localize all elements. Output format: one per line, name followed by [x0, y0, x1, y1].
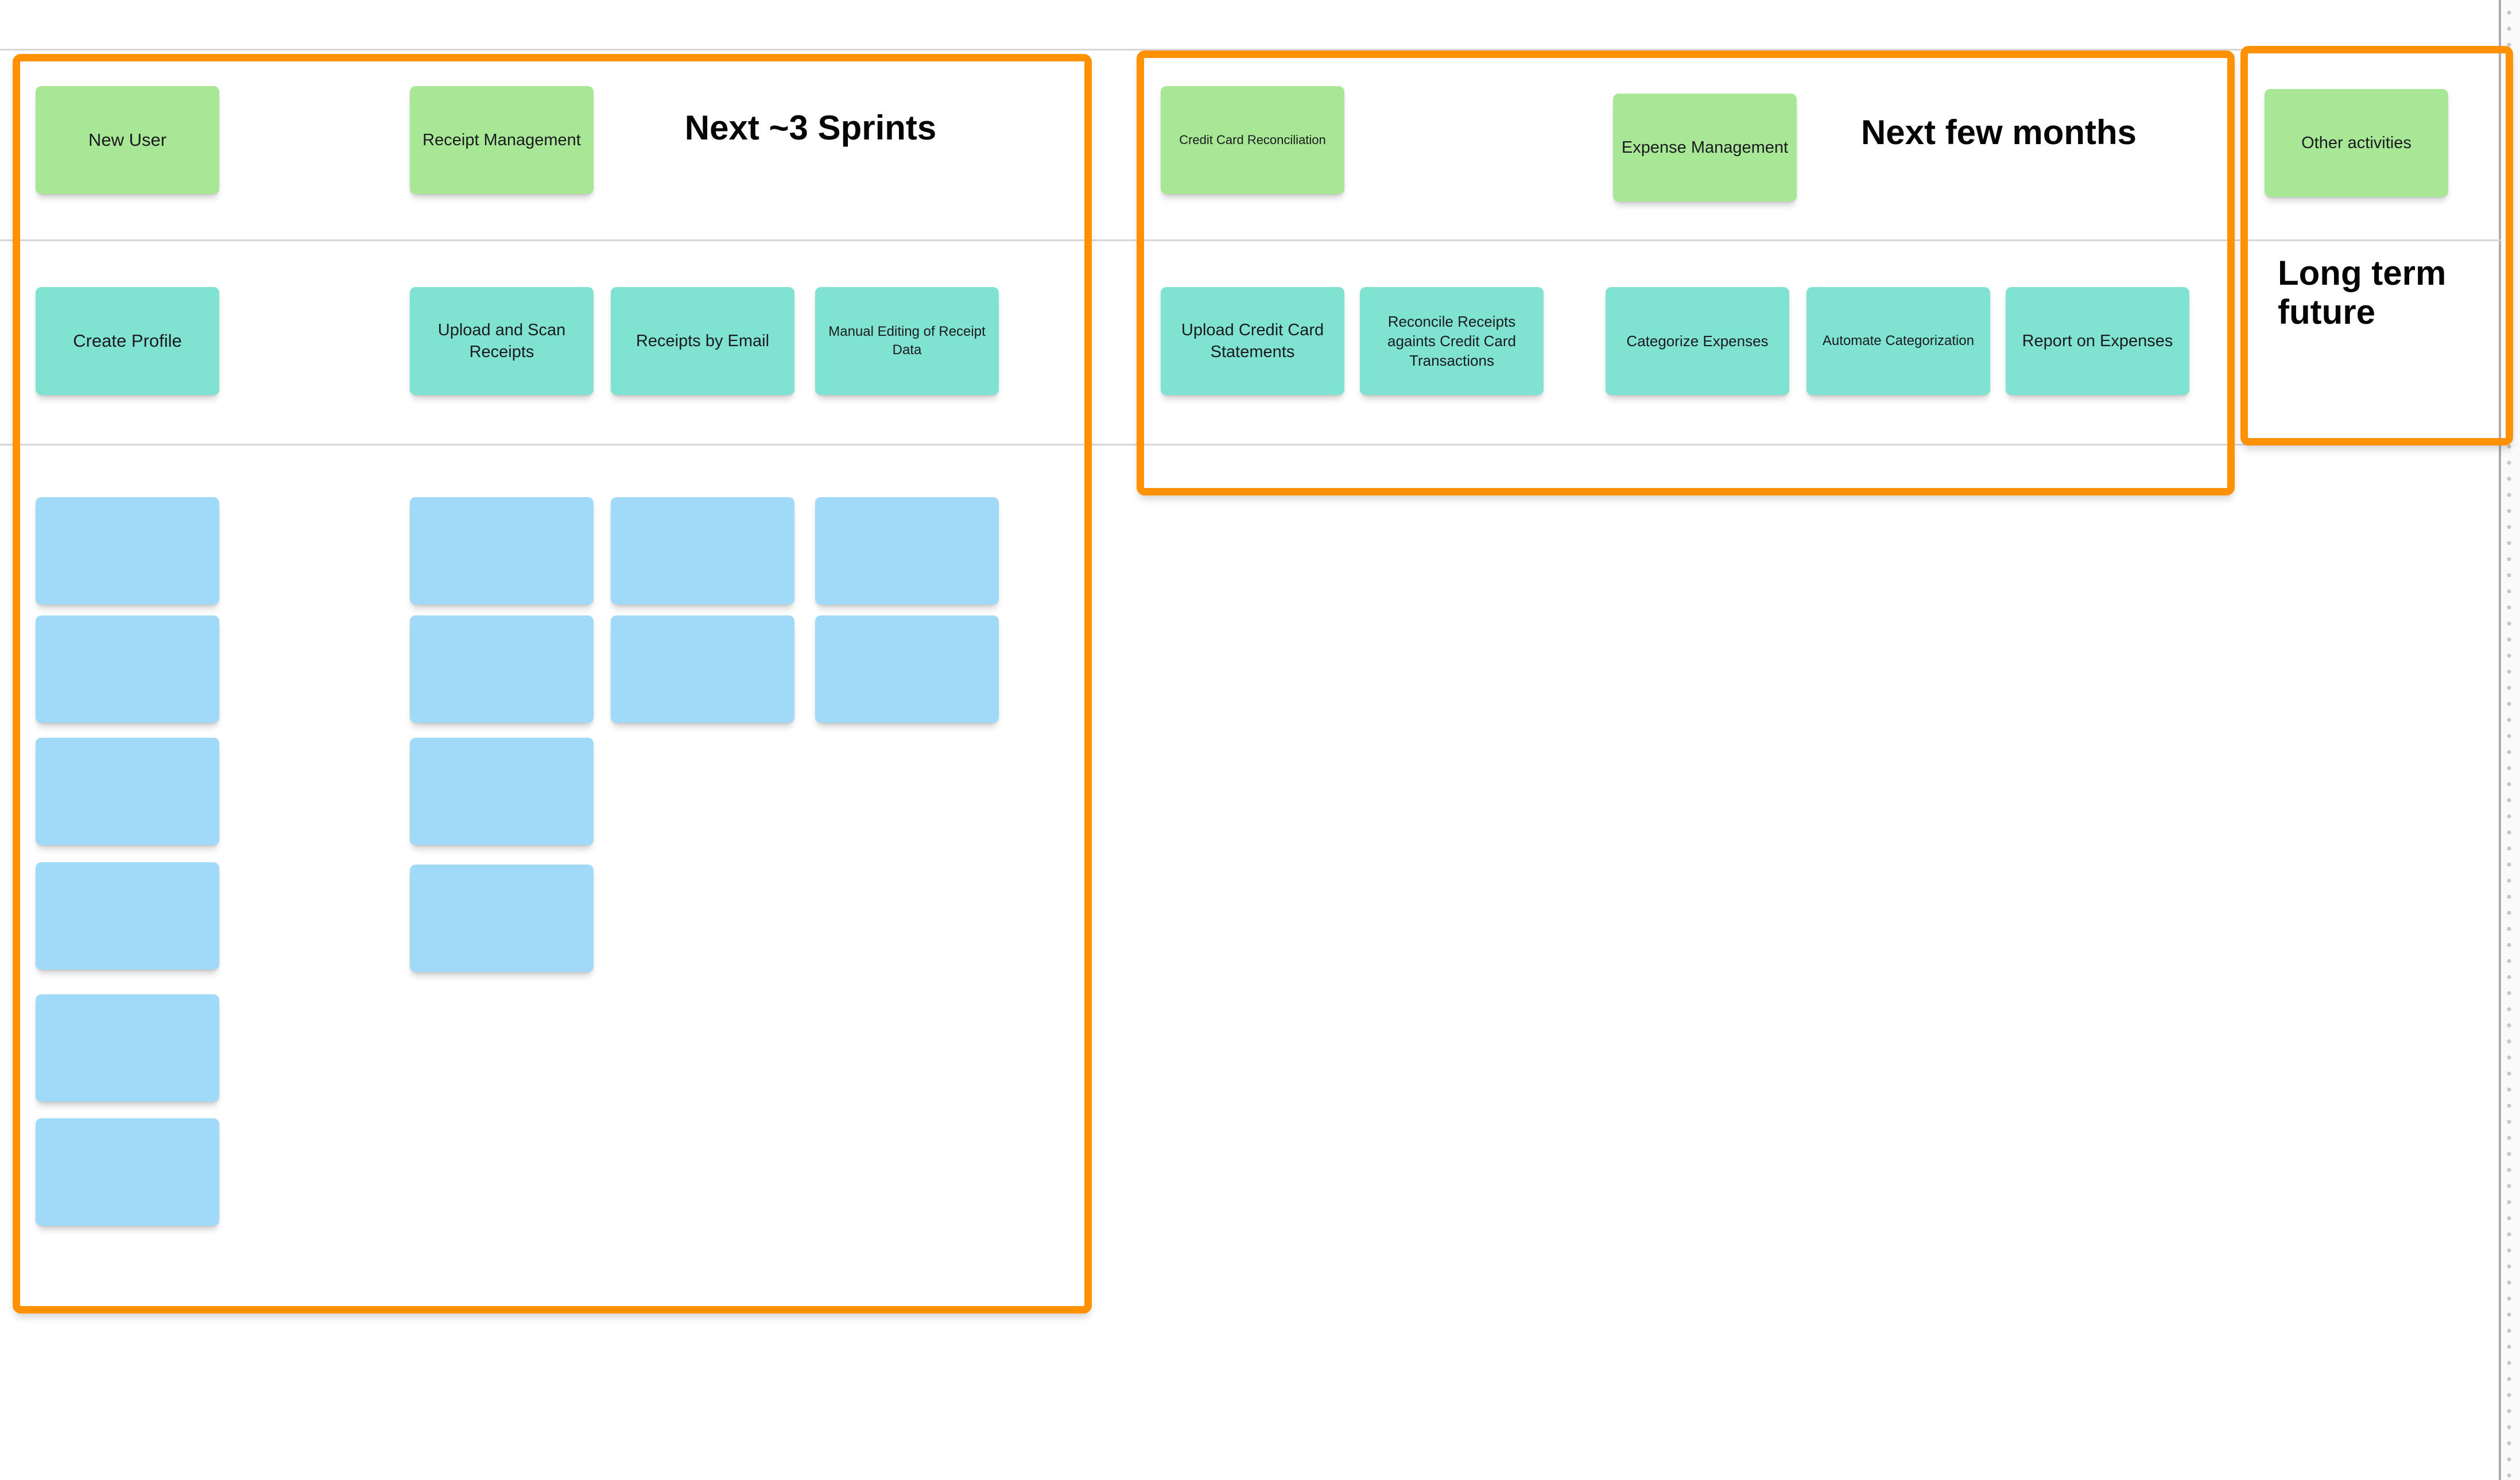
- sticky-note-teal[interactable]: Report on Expenses: [2006, 287, 2189, 395]
- sticky-note-text: Credit Card Reconciliation: [1179, 133, 1326, 148]
- sticky-note-text: againts Credit Card: [1387, 332, 1516, 350]
- sticky-note-text: Manual Editing of Receipt: [828, 324, 986, 340]
- frame-next-3-sprints[interactable]: [13, 54, 1092, 1314]
- sticky-note-text: Automate Categorization: [1822, 333, 1975, 349]
- sticky-note-text: Report on Expenses: [2022, 331, 2173, 350]
- header-long-term-future-line1: Long term: [2278, 254, 2447, 292]
- sticky-note-blue-blank[interactable]: [36, 738, 219, 845]
- sticky-note-blue-blank[interactable]: [410, 865, 594, 972]
- sticky-note-blue-blank[interactable]: [410, 738, 594, 845]
- header-long-term-future[interactable]: Long term future: [2278, 254, 2507, 332]
- sticky-note-green[interactable]: Receipt Management: [410, 86, 594, 194]
- sticky-note-blue-blank[interactable]: [36, 1118, 219, 1226]
- frame-edge-line: [2499, 0, 2501, 1480]
- sticky-note-green[interactable]: Credit Card Reconciliation: [1161, 86, 1344, 194]
- header-next-3-sprints[interactable]: Next ~3 Sprints: [684, 109, 937, 147]
- sticky-note-teal[interactable]: Automate Categorization: [1806, 287, 1990, 395]
- sticky-note-blue-blank[interactable]: [815, 615, 999, 723]
- sticky-note-text: Expense Management: [1621, 138, 1789, 157]
- lane-divider-tasks: [0, 444, 2500, 445]
- sticky-note-text: New User: [88, 129, 167, 150]
- frame-long-term-future[interactable]: [2240, 46, 2513, 445]
- sticky-note-teal[interactable]: Categorize Expenses: [1606, 287, 1789, 395]
- lane-divider-activities: [0, 239, 2500, 241]
- sticky-note-teal[interactable]: Receipts by Email: [611, 287, 794, 395]
- sticky-note-text: Receipts by Email: [635, 331, 770, 350]
- sticky-note-blue-blank[interactable]: [36, 615, 219, 723]
- sticky-note-text: Statements: [1210, 343, 1295, 361]
- sticky-note-blue-blank[interactable]: [611, 615, 794, 723]
- sticky-note-text: Receipts: [469, 343, 534, 361]
- sticky-note-blue-blank[interactable]: [410, 615, 594, 723]
- sticky-note-text: Upload and Scan: [437, 320, 566, 339]
- sticky-note-green[interactable]: Other activities: [2265, 89, 2448, 197]
- sticky-note-blue-blank[interactable]: [36, 862, 219, 970]
- sticky-note-text: Categorize Expenses: [1626, 332, 1769, 350]
- sticky-note-teal[interactable]: Create Profile: [36, 287, 219, 395]
- sticky-note-blue-blank[interactable]: [36, 497, 219, 605]
- lane-divider-top: [0, 49, 2500, 51]
- header-long-term-future-line2: future: [2278, 293, 2375, 331]
- sticky-note-text: Reconcile Receipts: [1387, 312, 1516, 330]
- sticky-note-blue-blank[interactable]: [611, 497, 794, 605]
- frame-next-few-months[interactable]: [1137, 51, 2235, 495]
- sticky-note-blue-blank[interactable]: [410, 497, 594, 605]
- sticky-note-blue-blank[interactable]: [815, 497, 999, 605]
- sticky-note-text: Receipt Management: [422, 130, 581, 149]
- sticky-note-blue-blank[interactable]: [36, 994, 219, 1102]
- sticky-note-text: Transactions: [1409, 352, 1494, 370]
- sticky-note-text: Create Profile: [73, 330, 182, 351]
- sticky-note-text: Upload Credit Card: [1181, 320, 1324, 339]
- sticky-note-green[interactable]: Expense Management: [1613, 94, 1797, 202]
- sticky-note-text: Other activities: [2301, 133, 2412, 152]
- header-next-few-months[interactable]: Next few months: [1860, 113, 2137, 152]
- sticky-note-green[interactable]: New User: [36, 86, 219, 194]
- sticky-note-text: Data: [892, 342, 922, 358]
